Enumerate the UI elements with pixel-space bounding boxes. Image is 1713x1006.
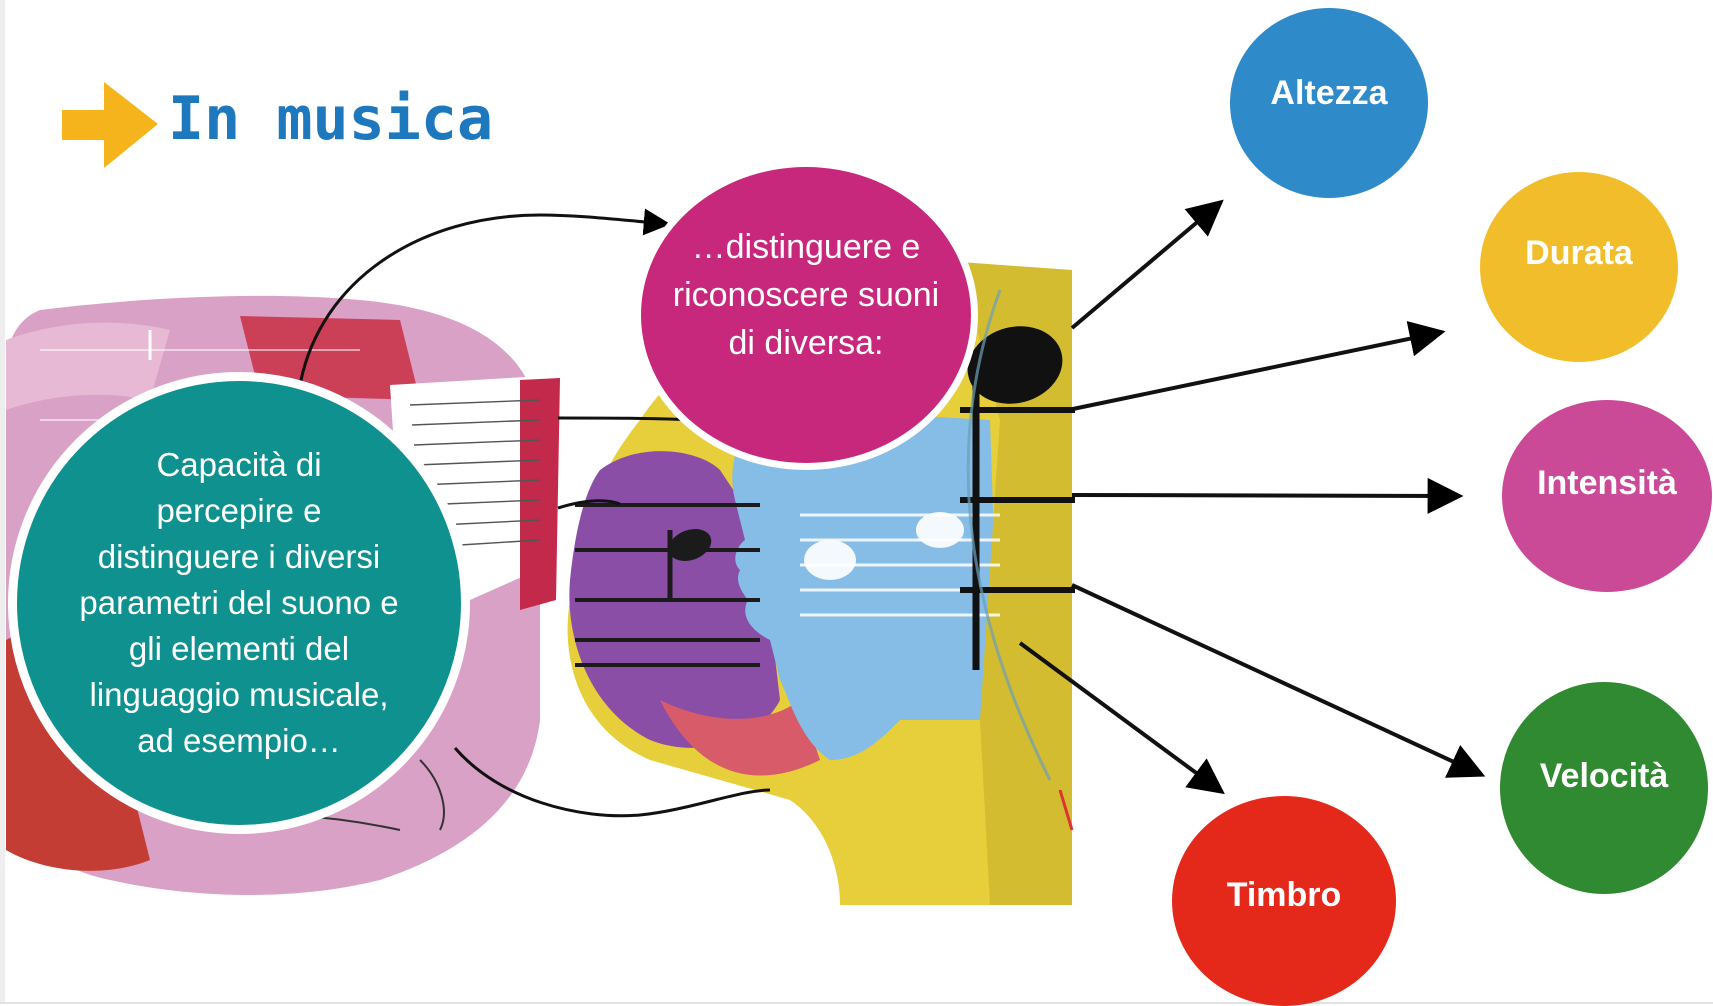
sub-bubble-text: …distinguere e riconoscere suoni di dive… [673,223,939,367]
parameter-altezza: Altezza [1230,8,1428,198]
page-bottom-edge [0,1002,1713,1004]
connector-curves [298,208,771,818]
main-bubble-line: ad esempio… [137,722,341,759]
parameter-label: Velocità [1539,756,1669,795]
page-title: In musica [168,84,494,154]
parameter-label: Durata [1525,233,1633,272]
page-edge [0,0,5,1004]
main-bubble-line: gli elementi del [128,630,350,667]
main-bubble-line: distinguere i diversi [97,538,381,575]
right-head-painting [567,262,1075,905]
sub-bubble-line: …distinguere e [691,228,921,266]
parameter-label: Intensità [1537,463,1677,502]
main-bubble-line: linguaggio musicale, [89,676,389,713]
parameter-label: Altezza [1270,73,1388,112]
right-arrow-icon [62,82,158,168]
sub-bubble: …distinguere e riconoscere suoni di dive… [634,160,978,470]
parameter-durata: Durata [1480,172,1678,362]
main-bubble-text: Capacità di percepire e distinguere i di… [79,442,398,764]
main-bubble: Capacità di percepire e distinguere i di… [8,372,470,834]
main-bubble-line: parametri del suono e [79,584,399,621]
parameter-timbro: Timbro [1172,796,1396,1006]
parameter-velocita: Velocità [1500,682,1708,894]
main-bubble-line: Capacità di [156,446,322,483]
parameter-label: Timbro [1226,875,1342,914]
sub-bubble-line: riconoscere suoni [672,276,940,314]
main-bubble-line: percepire e [156,492,322,529]
parameter-arrows [1018,199,1486,795]
sub-bubble-line: di diversa: [728,324,884,362]
parameter-intensita: Intensità [1502,400,1712,592]
